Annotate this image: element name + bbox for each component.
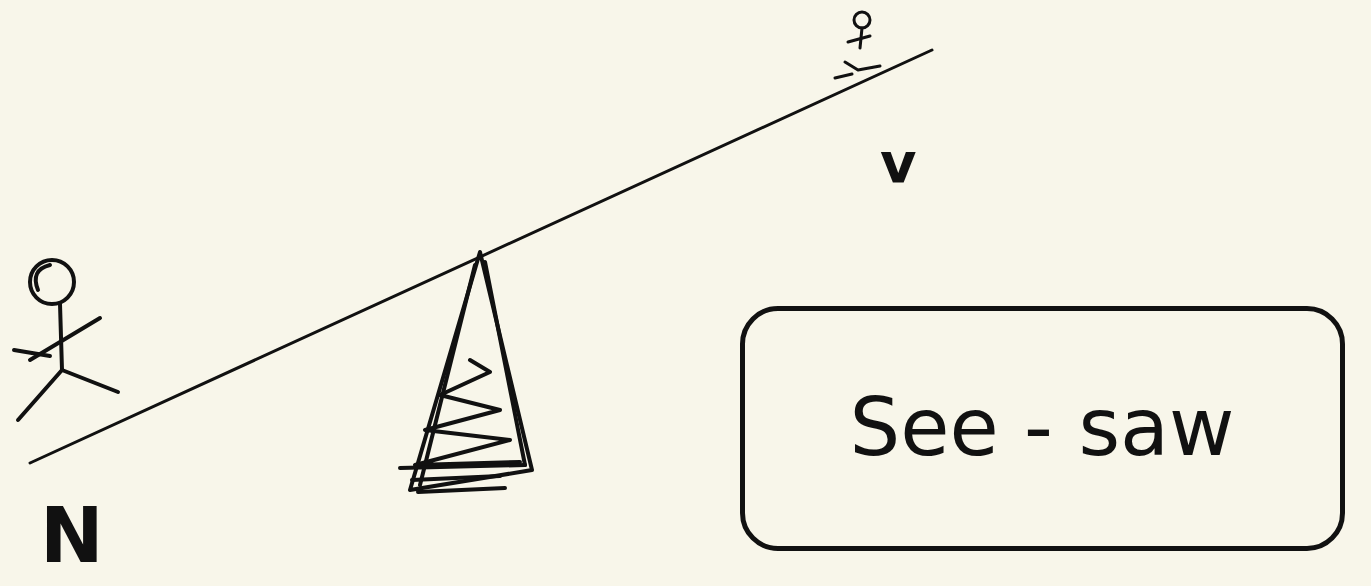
end-label: N [40,498,104,574]
left-person [14,260,118,420]
box-text: See - saw [849,388,1234,468]
right-person [835,12,880,78]
end-label: v [880,135,917,191]
fulcrum [400,252,532,492]
title-box: See - saw [740,306,1345,551]
